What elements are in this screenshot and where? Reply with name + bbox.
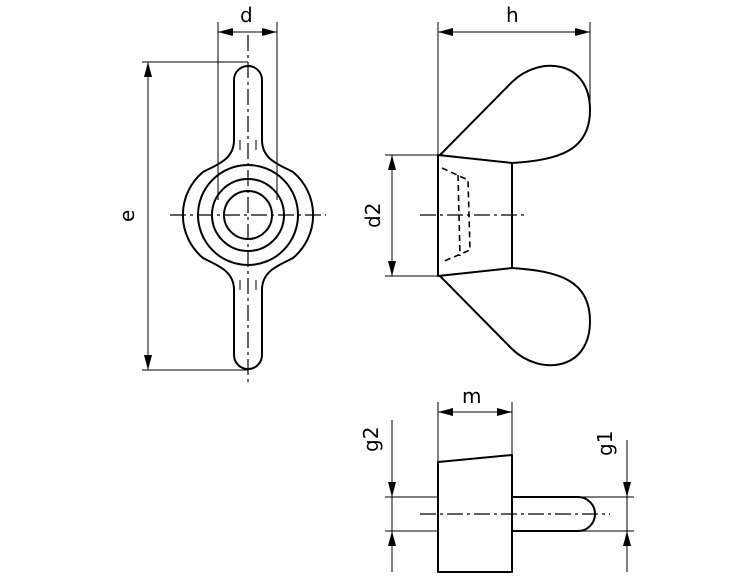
dimension-d-label: d — [240, 3, 253, 27]
dimension-g1-label: g1 — [593, 431, 617, 456]
dimension-h-label: h — [506, 3, 519, 27]
dimension-e: e — [115, 61, 248, 371]
front-wing-inner-edge — [239, 140, 257, 290]
dimension-g2-label: g2 — [359, 427, 383, 452]
dimension-g1: g1 — [578, 431, 634, 572]
dimension-g2: g2 — [359, 420, 438, 572]
dimension-h: h — [437, 3, 591, 155]
top-view: m g2 g1 — [359, 384, 634, 573]
dimension-d2: d2 — [361, 154, 438, 277]
dimension-e-label: e — [115, 210, 139, 222]
side-view: h d2 — [361, 3, 591, 367]
dimension-m-label: m — [462, 384, 481, 408]
dimension-d2-label: d2 — [361, 203, 385, 228]
dimension-m: m — [437, 384, 513, 462]
dimension-d: d — [217, 3, 278, 200]
side-lower-wing — [439, 267, 591, 367]
front-view: d e — [115, 3, 326, 382]
top-body — [437, 454, 513, 573]
front-wing-outline — [181, 65, 315, 370]
side-upper-wing — [439, 64, 591, 164]
